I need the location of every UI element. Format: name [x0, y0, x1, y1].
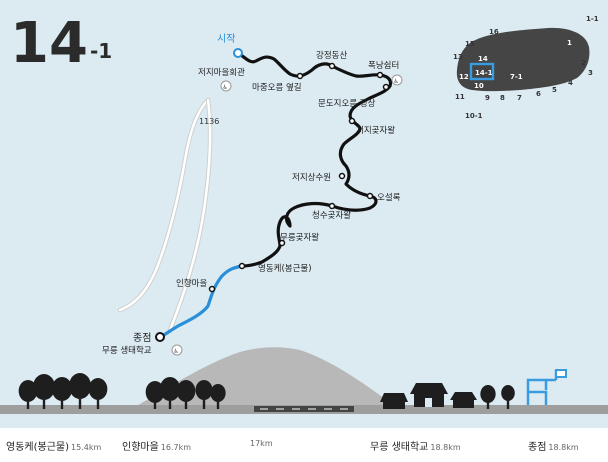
finish-flag-icon	[526, 369, 567, 405]
inset-label: 11	[455, 93, 465, 101]
inset-label: 6	[536, 90, 541, 98]
distance-place: 영동케(봉근물)	[6, 442, 70, 453]
route-line	[236, 51, 393, 268]
label-mundoji: 문도지오름 정상	[318, 98, 376, 109]
inset-label: 15	[465, 40, 475, 48]
label-end: 종점	[133, 332, 151, 344]
waypoint-marker	[238, 262, 246, 270]
inset-label: 10-1	[465, 112, 483, 120]
waypoints	[208, 62, 390, 293]
tree-icon	[145, 381, 165, 409]
restroom-icon: ♿	[220, 80, 232, 92]
distance-km: 17km	[250, 439, 273, 448]
restroom-icon: ♿	[391, 74, 403, 86]
label-inhyang: 인향마을	[176, 278, 207, 289]
inset-label: 1-1	[586, 15, 599, 23]
route-line-completed	[160, 264, 244, 338]
house-icon	[410, 383, 448, 407]
trees	[18, 373, 515, 409]
house-icon	[450, 392, 477, 408]
waypoint-marker	[382, 83, 390, 91]
svg-text:♿: ♿	[174, 348, 179, 355]
start-marker	[233, 48, 243, 58]
distance-km: 16.7km	[160, 443, 192, 452]
label-mureung-gotjawal: 무릉곶자왈	[280, 232, 319, 243]
road-1136	[117, 97, 213, 333]
course-number: 14	[10, 11, 88, 76]
distance-place: 인향마을	[122, 442, 159, 453]
distance-place: 무릉 생태학교	[370, 442, 429, 453]
distance-item: 영동케(봉근물)15.4km	[6, 438, 101, 453]
waypoint-marker	[328, 202, 336, 210]
tree-icon	[176, 380, 196, 409]
inset-label: 3	[588, 69, 593, 77]
distance-km: 15.4km	[71, 443, 102, 452]
tree-icon	[32, 374, 56, 409]
inset-label: 14-1	[475, 69, 493, 77]
label-yeongdongke: 영동케(봉근물)	[258, 263, 312, 274]
waypoint-marker	[366, 192, 374, 200]
road-strip	[254, 406, 354, 412]
tree-icon	[18, 380, 38, 409]
distance-place: 종점	[528, 442, 547, 453]
waypoint-marker	[338, 172, 346, 180]
waypoint-marker	[296, 72, 304, 80]
house-icon	[380, 393, 408, 409]
waypoint-marker	[278, 239, 286, 247]
inset-island-map: 16 1-1 15 1 2 3 13 14 14-1 12 7-1 4 5 6 …	[453, 15, 599, 120]
svg-text:♿: ♿	[223, 84, 228, 91]
tree-icon	[501, 385, 515, 409]
inset-label: 16	[489, 28, 499, 36]
restroom-icon: ♿	[171, 344, 183, 356]
tree-icon	[210, 384, 226, 409]
label-start-place: 저지마을회관	[198, 67, 245, 78]
label-jeojigot: 저지곶자왈	[356, 125, 395, 136]
tree-icon	[480, 385, 496, 409]
inset-label: 7	[517, 94, 522, 102]
inset-label: 13	[453, 53, 463, 61]
label-start: 시작	[217, 33, 235, 45]
village-houses	[380, 383, 477, 409]
tree-icon	[51, 377, 73, 409]
inset-label: 12	[459, 73, 469, 81]
label-cheongsu: 청수곶자왈	[312, 210, 351, 221]
tree-icon	[159, 377, 181, 409]
waypoint-marker	[208, 285, 216, 293]
inset-label: 5	[552, 86, 557, 94]
inset-label: 14	[478, 55, 488, 63]
label-gangjeong: 강정동산	[316, 50, 347, 61]
tree-icon	[88, 378, 108, 409]
waypoint-marker	[328, 62, 336, 70]
road-number: 1136	[199, 117, 219, 126]
inset-label: 7-1	[510, 73, 523, 81]
distance-item: 17km	[248, 438, 273, 449]
tree-icon	[195, 380, 213, 409]
tree-icon	[68, 373, 92, 409]
distance-km: 18.8km	[548, 443, 579, 452]
highlight-course-box	[469, 62, 495, 81]
label-jeojisangsuwon: 저지상수원	[292, 172, 331, 183]
label-pokrang: 폭낭쉼터	[368, 60, 399, 71]
end-marker	[155, 332, 165, 342]
waypoint-marker	[376, 71, 384, 79]
course-suffix: -1	[90, 39, 112, 63]
distance-km: 18.8km	[430, 443, 461, 452]
label-oseolok: 오설록	[377, 192, 401, 203]
inset-label: 1	[567, 39, 572, 47]
inset-label: 8	[500, 94, 505, 102]
inset-label: 10	[474, 82, 484, 90]
inset-label: 9	[485, 94, 490, 102]
waypoint-marker	[348, 117, 356, 125]
inset-label: 4	[568, 79, 573, 87]
inset-label: 2	[581, 59, 586, 67]
svg-text:♿: ♿	[394, 78, 399, 85]
label-end-place: 무릉 생태학교	[102, 345, 152, 356]
label-majung: 마중오름 옆길	[252, 82, 302, 93]
